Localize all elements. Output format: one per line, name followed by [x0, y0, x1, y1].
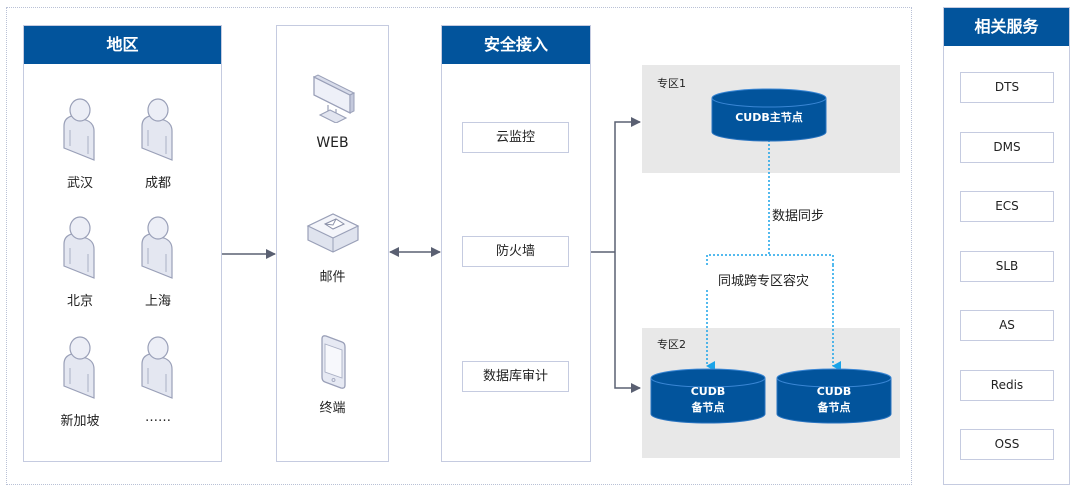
services-title: 相关服务 [944, 8, 1069, 46]
cudb-standby-1-line1: CUDB [690, 385, 726, 398]
city-shanghai-label: 上海 [144, 294, 171, 309]
security-title: 安全接入 [442, 26, 590, 64]
user-icon [63, 336, 95, 399]
regions-panel: 地区 [23, 25, 222, 462]
monitor-icon [312, 74, 356, 123]
user-icon [63, 216, 95, 279]
architecture-boundary [6, 7, 912, 485]
channel-label-mail: 邮件 [319, 270, 346, 285]
service-item-ecs[interactable]: ECS [960, 191, 1054, 222]
cudb-master-cylinder[interactable] [710, 88, 828, 142]
service-item-dms[interactable]: DMS [960, 131, 1054, 163]
service-item-slb[interactable]: SLB [960, 250, 1054, 282]
service-item-oss[interactable]: OSS [960, 429, 1054, 460]
cudb-standby-1-line2: 备节点 [691, 401, 725, 414]
security-item-db-audit[interactable]: 数据库审计 [462, 361, 569, 392]
user-icon [141, 98, 173, 161]
sync-line-branch [706, 254, 834, 265]
security-item-firewall[interactable]: 防火墙 [462, 236, 569, 267]
cudb-standby-cylinder-2[interactable] [775, 368, 893, 424]
arrow-to-zone1 [614, 117, 641, 252]
mail-server-icon [306, 213, 360, 253]
service-item-dts[interactable]: DTS [960, 72, 1054, 103]
channel-label-web: WEB [316, 135, 349, 151]
user-icon [141, 216, 173, 279]
city-beijing-label: 北京 [66, 294, 93, 309]
zone-1-label: 专区1 [657, 77, 686, 90]
cudb-standby-2-line2: 备节点 [817, 401, 851, 414]
user-icon [63, 98, 95, 161]
city-chengdu-label: 成都 [144, 176, 171, 191]
city-singapore-label: 新加坡 [60, 414, 100, 429]
cudb-standby-2-line1: CUDB [816, 385, 852, 398]
cudb-standby-2-label: CUDB 备节点 [775, 384, 893, 416]
service-item-as[interactable]: AS [960, 310, 1054, 341]
cudb-standby-cylinder-1[interactable] [649, 368, 767, 424]
cudb-standby-1-label: CUDB 备节点 [649, 384, 767, 416]
service-item-redis[interactable]: Redis [960, 369, 1054, 401]
data-sync-label: 数据同步 [772, 209, 825, 224]
dr-label: 同城跨专区容灾 [718, 274, 810, 289]
regions-title: 地区 [24, 26, 221, 64]
user-icon [141, 336, 173, 399]
city-wuhan-label: 武汉 [66, 176, 93, 191]
city-more-label: …… [145, 410, 171, 425]
zone-2-label: 专区2 [657, 338, 686, 351]
cudb-master-label: CUDB主节点 [735, 111, 803, 124]
channel-label-terminal: 终端 [319, 401, 346, 416]
arrow-to-zone2 [614, 252, 641, 393]
mobile-phone-icon [321, 335, 346, 389]
security-item-cloud-monitor[interactable]: 云监控 [462, 122, 569, 153]
